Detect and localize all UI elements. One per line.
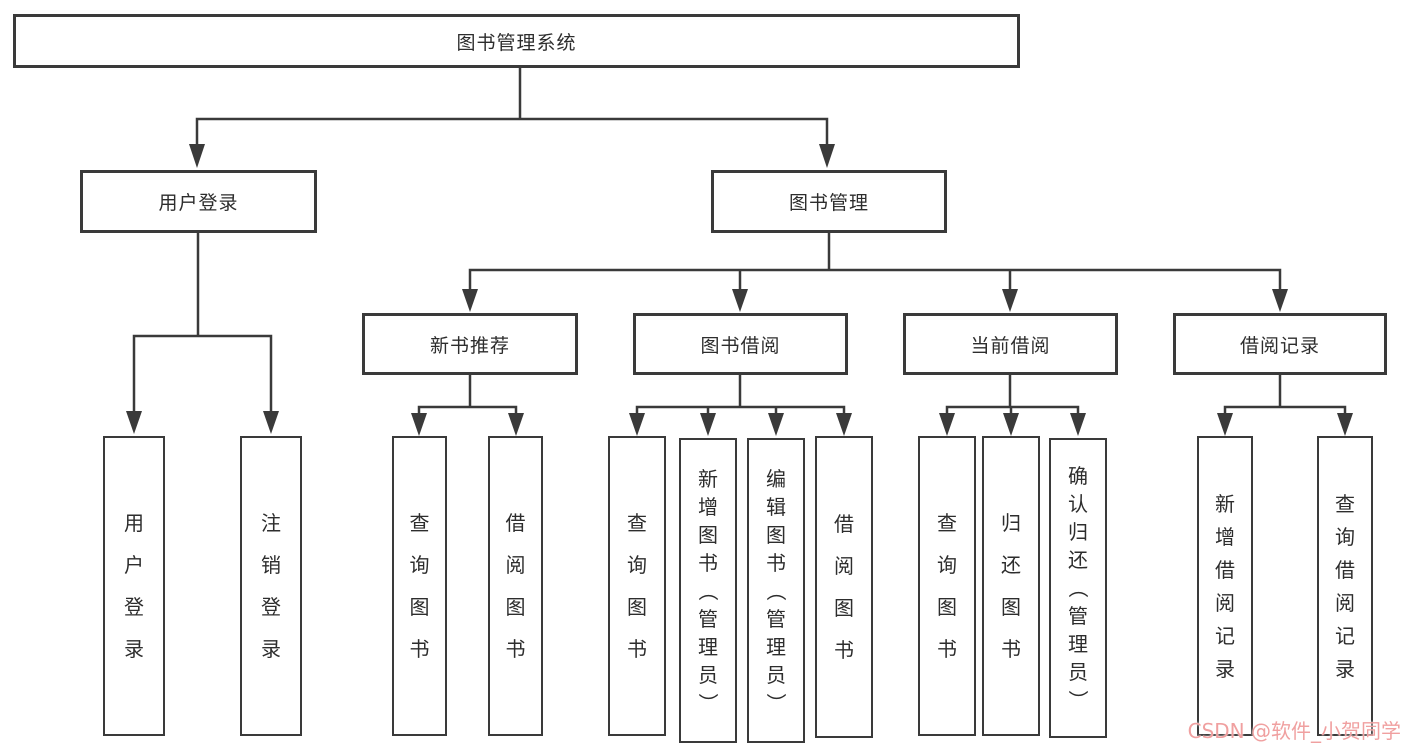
leaf-borrow-books-borrow: 借阅图书: [815, 436, 873, 738]
node-borrowing-records: 借阅记录: [1173, 313, 1387, 375]
leaf-edit-books-admin-label: 编辑图书（管理员）: [764, 466, 788, 713]
arrowheads: [126, 144, 1353, 436]
node-book-management-label: 图书管理: [788, 192, 869, 214]
node-user-login-label: 用户登录: [158, 192, 239, 214]
node-book-borrowing-label: 图书借阅: [700, 334, 781, 357]
node-borrowing-records-label: 借阅记录: [1239, 334, 1320, 357]
node-new-book-recommendation-label: 新书推荐: [429, 334, 510, 357]
node-user-login: 用户登录: [80, 170, 317, 233]
leaf-query-books-borrow: 查询图书: [608, 436, 666, 736]
leaf-logout-login-label: 注销登录: [261, 511, 281, 661]
leaf-add-borrow-record: 新增借阅记录: [1197, 436, 1253, 736]
leaf-confirm-return-admin: 确认归还（管理员）: [1049, 438, 1107, 738]
leaf-confirm-return-admin-label: 确认归还（管理员）: [1066, 464, 1090, 710]
leaf-query-books-borrow-label: 查询图书: [627, 511, 647, 661]
leaf-query-books-current-label: 查询图书: [937, 511, 957, 661]
node-book-management: 图书管理: [711, 170, 947, 233]
leaf-borrow-books-recommend: 借阅图书: [488, 436, 543, 736]
leaf-query-books-recommend-label: 查询图书: [409, 511, 430, 661]
leaf-return-books-label: 归还图书: [1001, 511, 1021, 661]
watermark-text: CSDN @软件_小贺同学: [1187, 719, 1401, 743]
leaf-query-borrow-record: 查询借阅记录: [1317, 436, 1373, 736]
node-root: 图书管理系统: [13, 14, 1020, 68]
leaf-borrow-books-recommend-label: 借阅图书: [505, 511, 526, 661]
leaf-add-borrow-record-label: 新增借阅记录: [1215, 491, 1235, 681]
leaf-borrow-books-borrow-label: 借阅图书: [834, 512, 854, 662]
leaf-return-books: 归还图书: [982, 436, 1040, 736]
leaf-user-login: 用户登录: [103, 436, 165, 736]
leaf-query-borrow-record-label: 查询借阅记录: [1335, 491, 1355, 681]
leaf-edit-books-admin: 编辑图书（管理员）: [747, 438, 805, 743]
leaf-user-login-label: 用户登录: [124, 511, 144, 661]
node-current-borrowing-label: 当前借阅: [970, 334, 1051, 357]
leaf-query-books-current: 查询图书: [918, 436, 976, 736]
node-book-borrowing: 图书借阅: [633, 313, 848, 375]
node-root-label: 图书管理系统: [456, 31, 577, 54]
leaf-add-books-admin-label: 新增图书（管理员）: [696, 466, 720, 713]
leaf-query-books-recommend: 查询图书: [392, 436, 447, 736]
node-new-book-recommendation: 新书推荐: [362, 313, 578, 375]
leaf-add-books-admin: 新增图书（管理员）: [679, 438, 737, 743]
node-current-borrowing: 当前借阅: [903, 313, 1118, 375]
leaf-logout-login: 注销登录: [240, 436, 302, 736]
